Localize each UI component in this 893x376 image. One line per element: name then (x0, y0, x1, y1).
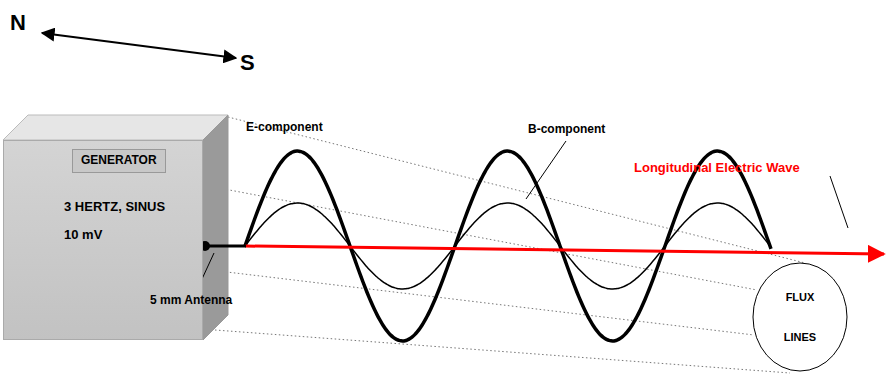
flux-lines (203, 117, 805, 373)
flux-line (203, 185, 757, 290)
leader-line (526, 141, 566, 199)
antenna-label: 5 mm Antenna (150, 293, 232, 307)
ellipse-shape (753, 263, 847, 371)
node-text: 10 mV (64, 227, 102, 242)
generator-label-box: GENERATOR (72, 149, 166, 173)
longitudinal-arrow (245, 246, 884, 254)
compass-label: S (240, 50, 255, 76)
leader-line (830, 176, 848, 228)
node-text: GENERATOR (81, 153, 157, 167)
antenna (205, 245, 246, 248)
node-text: 3 HERTZ, SINUS (64, 199, 165, 214)
ellipse-outline (752, 262, 848, 372)
compass-label: N (10, 10, 26, 36)
flux-ellipse: FLUX LINES (752, 262, 848, 372)
component-label: B-component (528, 122, 605, 136)
flux-line (210, 270, 754, 335)
node-text: FLUX LINES (775, 277, 825, 357)
component-label: E-component (246, 120, 323, 134)
flux-line (215, 330, 790, 373)
compass-arrow (42, 33, 236, 58)
generator-top-face (3, 115, 228, 140)
generator-box: 3 HERTZ, SINUS 10 mV GENERATOR (3, 140, 203, 340)
wave-label: Longitudinal Electric Wave (634, 160, 800, 175)
flux-line (228, 117, 805, 263)
